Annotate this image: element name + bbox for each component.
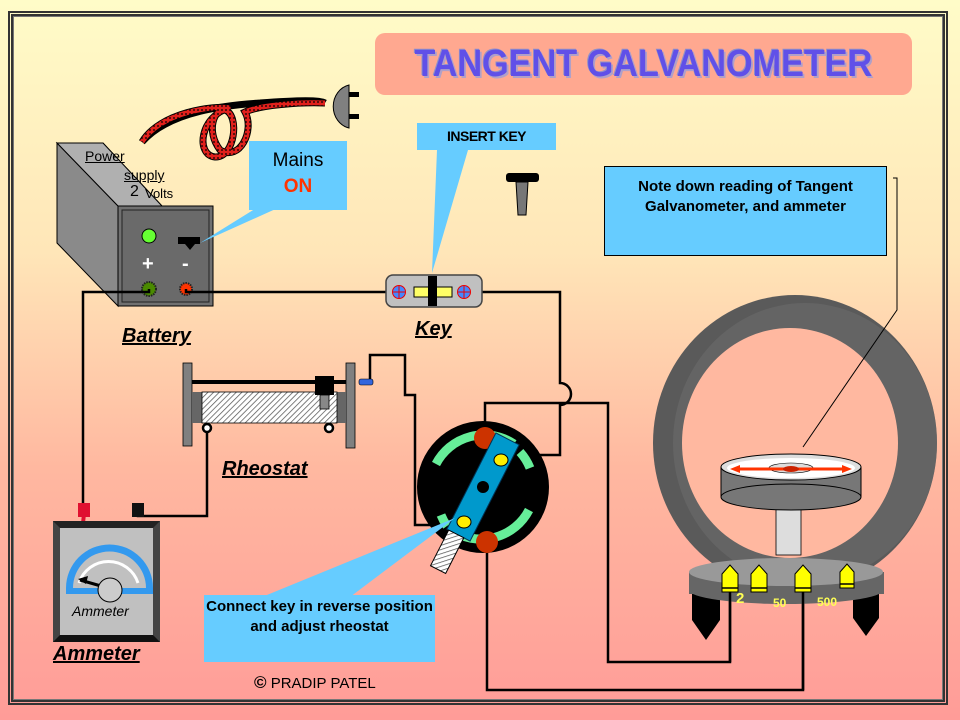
title-banner: TANGENT GALVANOMETER (375, 33, 912, 95)
mains-callout-tail (200, 207, 280, 243)
voltage-unit: Volts (145, 186, 174, 201)
mains-cord (139, 97, 327, 161)
galvanometer-terminals (721, 563, 855, 593)
note-callout: Note down reading of Tangent Galvanomete… (604, 166, 887, 256)
copyright: © PRADIP PATEL (254, 673, 376, 693)
plus-terminal-label: + (142, 253, 154, 275)
power-supply (55, 141, 214, 308)
battery-label: Battery (122, 325, 191, 347)
rheostat-label: Rheostat (222, 458, 308, 480)
insert-key-callout-tail (432, 150, 468, 273)
terminal-label-500: 500 (817, 595, 838, 609)
key-peg (506, 173, 539, 216)
connect-callout: Connect key in reverse position and adju… (204, 595, 435, 662)
slide-frame (8, 11, 948, 705)
plug-key (385, 274, 483, 308)
commutator (417, 421, 549, 575)
tangent-galvanometer (653, 295, 937, 690)
ammeter-label: Ammeter (53, 643, 140, 665)
insert-key-callout: INSERT KEY (417, 123, 556, 150)
mains-on-label: ON (283, 176, 313, 197)
terminal-label-50: 50 (773, 596, 787, 610)
copyright-author: PRADIP PATEL (270, 675, 376, 692)
ammeter-face-label: Ammeter (72, 603, 129, 619)
page-title: TANGENT GALVANOMETER (414, 42, 873, 85)
rheostat (182, 362, 374, 449)
note-pointer (802, 177, 898, 448)
key-label: Key (415, 318, 452, 340)
mains-callout: Mains ON (249, 141, 347, 210)
power-supply-label: Power (85, 148, 125, 164)
voltage-value: 2 (130, 183, 139, 200)
copyright-icon: © (254, 673, 267, 692)
minus-terminal-label: - (182, 253, 189, 275)
mains-label: Mains (272, 150, 324, 171)
ammeter (53, 503, 160, 642)
terminal-label-2: 2 (736, 590, 745, 607)
power-supply-label-2: supply (124, 167, 165, 183)
connect-callout-tail (262, 518, 455, 597)
mains-plug (332, 84, 359, 129)
